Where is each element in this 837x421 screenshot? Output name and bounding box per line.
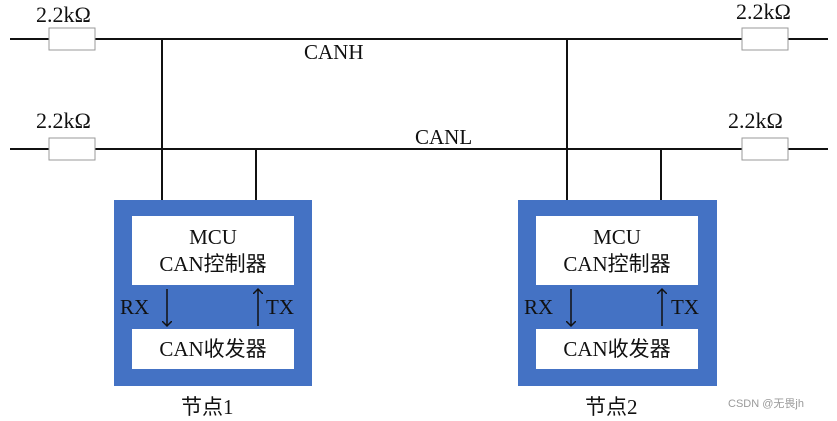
- canl-label: CANL: [415, 125, 473, 149]
- node-2-transceiver-label: CAN收发器: [563, 336, 671, 361]
- resistor-top-right: [741, 27, 789, 51]
- resistor-label-top-left: 2.2kΩ: [36, 2, 91, 27]
- node-1-controller-line1: MCU: [189, 225, 237, 250]
- node-2-rx-label: RX: [524, 295, 554, 319]
- node-1-transceiver-box: CAN收发器: [132, 329, 294, 369]
- node-1-transceiver-label: CAN收发器: [159, 336, 267, 361]
- node-2-tx-label: TX: [671, 295, 699, 319]
- resistor-label-bottom-right: 2.2kΩ: [728, 108, 783, 133]
- node-2-label: 节点2: [585, 395, 638, 419]
- resistor-top-left: [48, 27, 96, 51]
- node-2-controller-box: MCU CAN控制器: [536, 216, 698, 285]
- watermark: CSDN @无畏jh: [728, 398, 804, 410]
- node-1-rx-label: RX: [120, 295, 150, 319]
- resistor-label-top-right: 2.2kΩ: [736, 0, 791, 24]
- node-2-transceiver-box: CAN收发器: [536, 329, 698, 369]
- node-1-tx-label: TX: [266, 295, 294, 319]
- node-1-controller-line2: CAN控制器: [159, 251, 267, 276]
- node-1-label: 节点1: [181, 395, 234, 419]
- canh-label: CANH: [304, 40, 364, 64]
- resistor-bottom-left: [48, 137, 96, 161]
- node-1-controller-box: MCU CAN控制器: [132, 216, 294, 285]
- resistor-bottom-right: [741, 137, 789, 161]
- node-2-controller-line1: MCU: [593, 225, 641, 250]
- resistor-label-bottom-left: 2.2kΩ: [36, 108, 91, 133]
- node-2-controller-line2: CAN控制器: [563, 251, 671, 276]
